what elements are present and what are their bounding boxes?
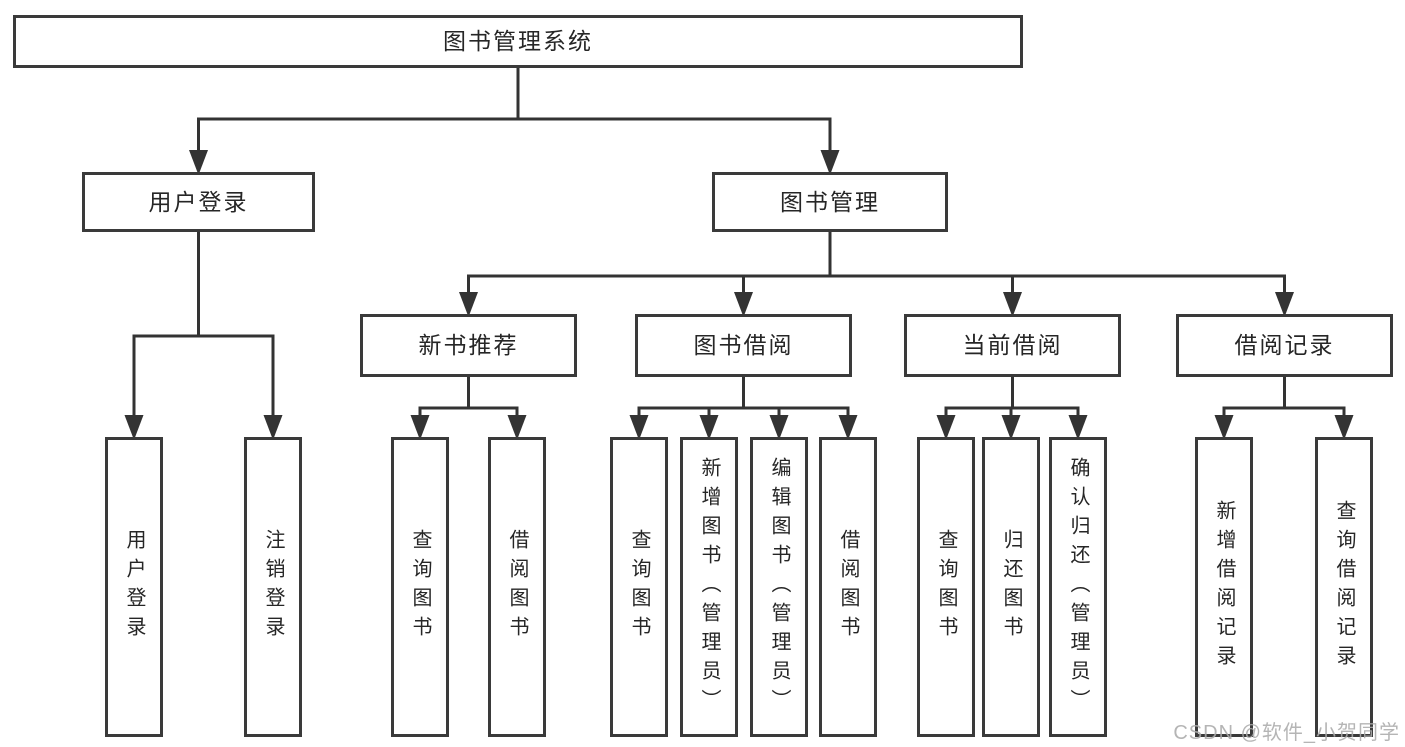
node-login: 用户登录 (105, 437, 163, 737)
node-new-rec: 新书推荐 (360, 314, 577, 377)
arrowhead (459, 292, 478, 317)
node-label: 借阅图书 (837, 529, 859, 645)
node-label: 新书推荐 (418, 332, 519, 358)
node-label: 查询图书 (409, 529, 431, 645)
node-borrow: 图书借阅 (635, 314, 852, 377)
arrowhead (769, 415, 789, 440)
node-rec-query: 查询图书 (391, 437, 449, 737)
node-cur-confirm: 确认归还（管理员） (1049, 437, 1107, 737)
arrowhead (124, 415, 144, 440)
node-label: 注销登录 (262, 529, 284, 645)
node-recs-add: 新增借阅记录 (1195, 437, 1253, 737)
node-cur-query: 查询图书 (917, 437, 975, 737)
arrowhead (1003, 292, 1022, 317)
node-label: 归还图书 (1000, 529, 1022, 645)
arrowhead (820, 150, 840, 175)
arrowhead (936, 415, 956, 440)
arrowhead (1001, 415, 1021, 440)
arrowhead (629, 415, 649, 440)
node-label: 新增图书（管理员） (698, 456, 720, 718)
arrowhead (734, 292, 753, 317)
node-bor-borrow: 借阅图书 (819, 437, 877, 737)
node-label: 图书管理系统 (443, 28, 593, 54)
arrowhead (263, 415, 283, 440)
node-recs-query: 查询借阅记录 (1315, 437, 1373, 737)
node-root: 图书管理系统 (13, 15, 1023, 68)
node-label: 查询借阅记录 (1333, 500, 1355, 674)
node-book-mgmt: 图书管理 (712, 172, 948, 232)
node-label: 用户登录 (148, 188, 249, 215)
node-logout: 注销登录 (244, 437, 302, 737)
node-label: 新增借阅记录 (1213, 500, 1235, 674)
node-current: 当前借阅 (904, 314, 1121, 377)
arrowhead (699, 415, 719, 440)
node-label: 图书管理 (780, 188, 880, 215)
node-label: 查询图书 (935, 529, 957, 645)
node-label: 图书借阅 (693, 332, 794, 358)
node-rec-borrow: 借阅图书 (488, 437, 546, 737)
node-label: 编辑图书（管理员） (768, 456, 790, 718)
arrowhead (189, 150, 208, 175)
arrowhead (507, 415, 527, 440)
node-records: 借阅记录 (1176, 314, 1393, 377)
node-label: 借阅记录 (1234, 332, 1335, 358)
node-cur-return: 归还图书 (982, 437, 1040, 737)
node-label: 当前借阅 (962, 332, 1063, 358)
node-label: 借阅图书 (506, 529, 528, 645)
arrowhead (1214, 415, 1234, 440)
arrowhead (838, 415, 858, 440)
arrowhead (410, 415, 430, 440)
arrowhead (1068, 415, 1088, 440)
node-label: 用户登录 (123, 529, 145, 645)
node-bor-add: 新增图书（管理员） (680, 437, 738, 737)
arrowhead (1275, 292, 1294, 317)
arrowhead (1334, 415, 1354, 440)
node-label: 确认归还（管理员） (1067, 456, 1089, 718)
node-bor-edit: 编辑图书（管理员） (750, 437, 808, 737)
node-label: 查询图书 (628, 529, 650, 645)
node-bor-query: 查询图书 (610, 437, 668, 737)
node-user-login: 用户登录 (82, 172, 315, 232)
